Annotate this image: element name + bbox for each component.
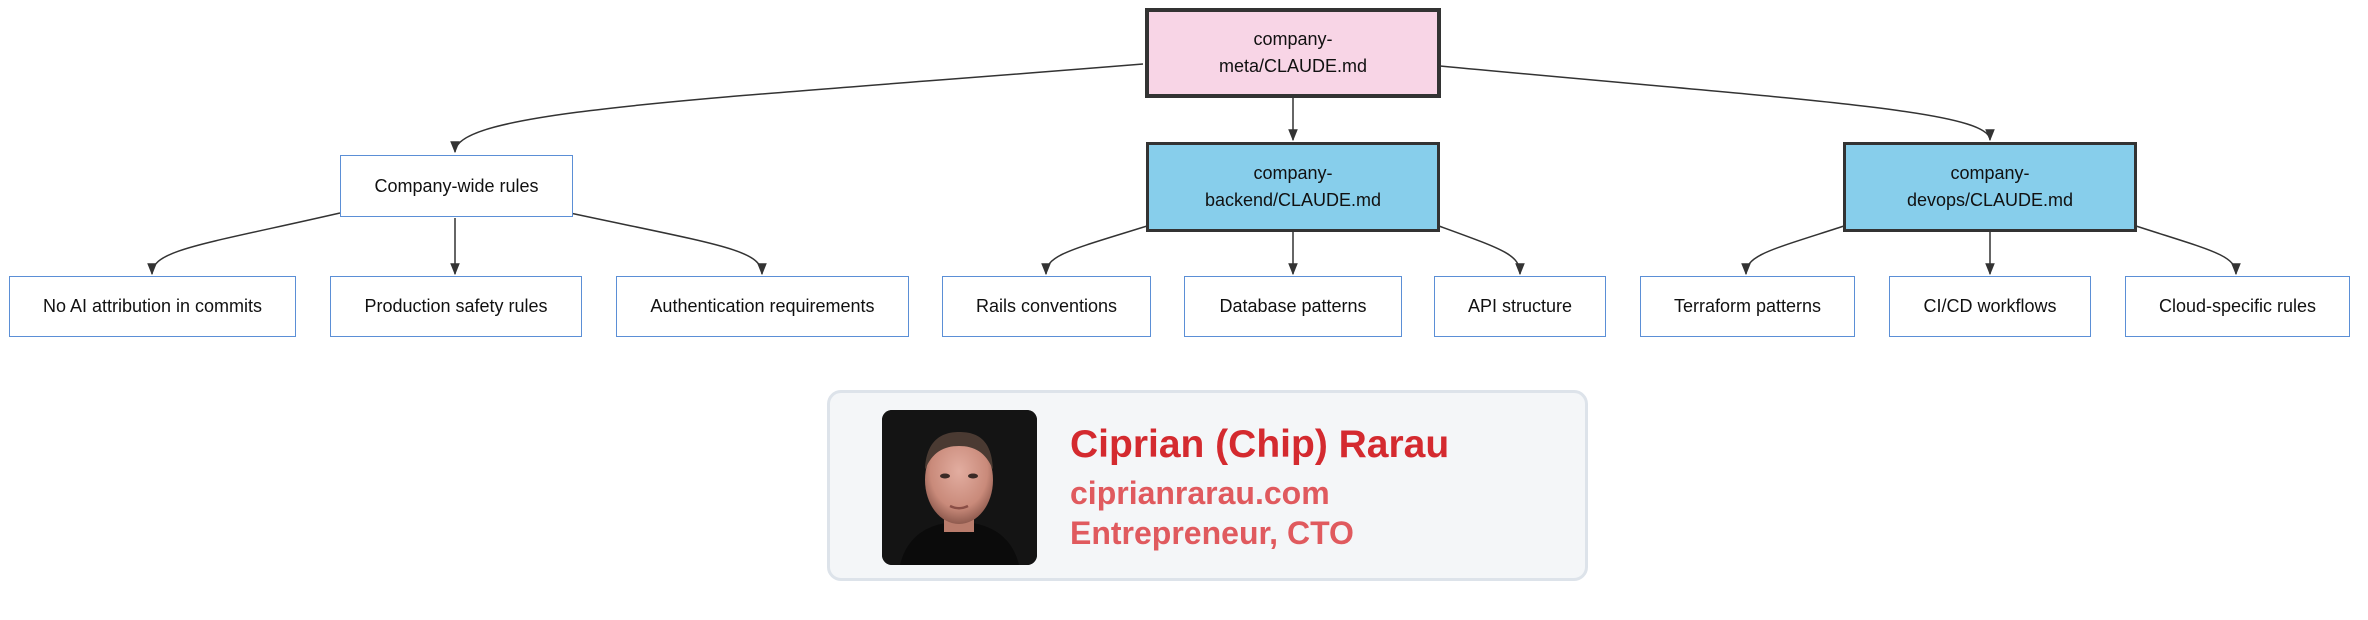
profile-role: Entrepreneur, CTO: [1070, 515, 1354, 551]
node-label: Company-wide rules: [374, 175, 539, 196]
diagram-connectors: [147, 63, 2241, 276]
node-label: Cloud-specific rules: [2158, 296, 2317, 316]
node-company-devops-claude-md: company-devops/CLAUDE.md: [1843, 142, 2137, 232]
claude-md-hierarchy-diagram: company-meta/CLAUDE.md Company-wide rule…: [9, 8, 2350, 337]
node-label: No AI attribution in commits: [42, 296, 263, 316]
node-company-backend-claude-md: company-backend/CLAUDE.md: [1146, 142, 1440, 232]
edge-company-wide-to-no-ai: [147, 212, 341, 276]
edge-devops-to-cloud: [2135, 225, 2241, 276]
node-cicd-workflows: CI/CD workflows: [1889, 276, 2091, 337]
node-production-safety-rules: Production safety rules: [330, 276, 582, 337]
node-company-meta-claude-md: company-meta/CLAUDE.md: [1145, 8, 1441, 98]
node-terraform-patterns: Terraform patterns: [1640, 276, 1855, 337]
avatar: [882, 410, 1037, 565]
node-label: Database patterns: [1219, 296, 1367, 316]
node-label-line: company-: [1253, 29, 1333, 49]
edge-company-wide-to-auth: [569, 212, 767, 276]
node-no-ai-attribution: No AI attribution in commits: [9, 276, 296, 337]
node-cloud-specific-rules: Cloud-specific rules: [2125, 276, 2350, 337]
node-label: API structure: [1467, 296, 1573, 316]
node-label-line: company-: [1253, 163, 1333, 183]
node-label: Terraform patterns: [1673, 296, 1822, 316]
edge-backend-to-rails: [1041, 225, 1148, 276]
node-label-line: devops/CLAUDE.md: [1906, 190, 2074, 210]
edge-root-to-devops: [1439, 65, 1995, 142]
node-label: CI/CD workflows: [1923, 296, 2057, 316]
node-label: Authentication requirements: [650, 296, 875, 316]
edge-root-to-company-wide: [450, 63, 1144, 154]
profile-name: Ciprian (Chip) Rarau: [1070, 423, 1450, 466]
node-label-line: backend/CLAUDE.md: [1204, 190, 1382, 210]
node-label-line: meta/CLAUDE.md: [1218, 56, 1368, 76]
node-api-structure: API structure: [1434, 276, 1606, 337]
profile-website-link[interactable]: ciprianrarau.com: [1070, 475, 1330, 511]
node-label: Production safety rules: [364, 296, 548, 316]
author-profile-card: Ciprian (Chip) Rarau ciprianrarau.com En…: [827, 390, 1588, 581]
portrait-photo: [882, 410, 1037, 565]
node-label: Rails conventions: [975, 296, 1118, 316]
node-company-wide-rules: Company-wide rules: [340, 155, 573, 217]
edge-backend-to-api: [1438, 225, 1525, 276]
node-rails-conventions: Rails conventions: [942, 276, 1151, 337]
node-label-line: company-: [1950, 163, 2030, 183]
node-authentication-requirements: Authentication requirements: [616, 276, 909, 337]
node-database-patterns: Database patterns: [1184, 276, 1402, 337]
edge-devops-to-terraform: [1741, 225, 1845, 276]
